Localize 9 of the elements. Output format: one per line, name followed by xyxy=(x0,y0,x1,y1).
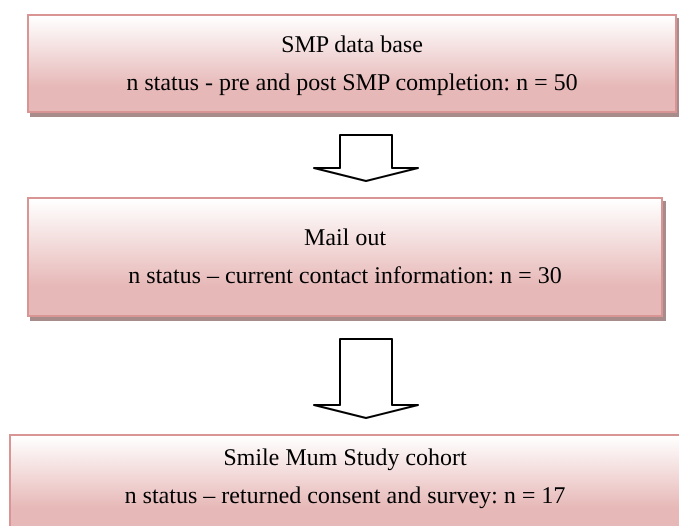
box-heading: Smile Mum Study cohort xyxy=(223,444,467,473)
box-text: n status – returned consent and survey: n = 17 xyxy=(124,482,566,511)
box-heading: Mail out xyxy=(304,224,386,253)
box-heading: SMP data base xyxy=(281,30,423,60)
block-arrow xyxy=(313,134,419,182)
block-arrow xyxy=(313,338,419,419)
process-box xyxy=(9,434,679,526)
box-text: n status - pre and post SMP completion: n = 50 xyxy=(126,68,578,98)
box-text: n status – current contact information: n = 30 xyxy=(128,262,562,291)
